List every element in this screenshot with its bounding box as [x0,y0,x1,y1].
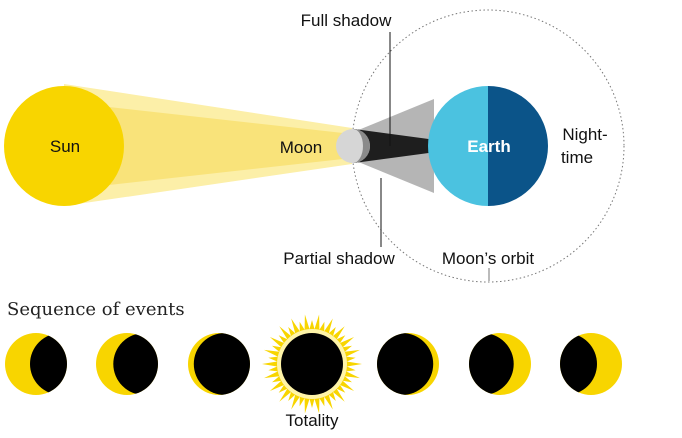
full-shadow-label: Full shadow [301,11,392,30]
eclipse-phase-phase-5 [377,333,439,395]
nighttime-label-line1: Night- [562,125,607,144]
totality-label: Totality [286,411,339,430]
moon [336,129,370,163]
moon-label: Moon [280,138,323,157]
moon-disk [113,333,158,395]
earth-label: Earth [467,137,510,156]
sequence-title: Sequence of events [7,299,185,320]
sun-label: Sun [50,137,80,156]
eclipse-phase-totality [262,314,362,414]
eclipse-phase-phase-3 [188,333,250,395]
eclipse-phase-phase-1 [5,333,67,395]
eclipse-phase-phase-6 [469,333,531,395]
sun-disk [281,333,343,395]
moon-disk [30,333,67,395]
umbra-shadow [354,129,436,163]
moon-orbit-label: Moon’s orbit [442,249,535,268]
sun [4,86,124,206]
partial-shadow-label: Partial shadow [283,249,395,268]
moon-orbit-path [351,9,625,283]
eclipse-phase-phase-2 [96,333,158,395]
eclipse-phase-phase-7 [560,333,622,395]
eclipse-sequence [5,314,622,414]
moon-disk [377,333,434,395]
moon-disk [193,333,250,395]
sun-rays-inner [64,102,352,190]
nighttime-label-line2: time [561,148,593,167]
moon-disk [560,333,597,395]
moon-disk [469,333,514,395]
